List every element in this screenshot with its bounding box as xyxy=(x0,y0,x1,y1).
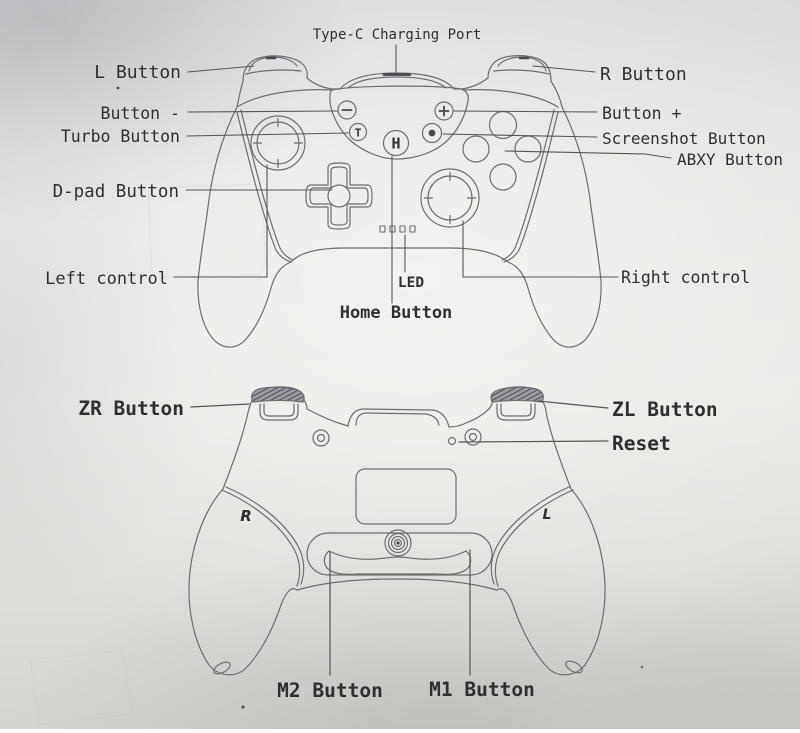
home-button-glyph: H xyxy=(391,135,400,153)
showthrough-shape xyxy=(29,649,133,725)
back-left-grip-crease xyxy=(221,489,301,587)
screenshot-button-dot-icon xyxy=(428,129,436,137)
front-view-labels: Type-C Charging Port L Button R Button B… xyxy=(45,27,783,323)
leader-right-control xyxy=(462,220,619,278)
back-view-diagram xyxy=(188,386,606,676)
screw-right xyxy=(464,428,482,446)
minus-button xyxy=(337,100,357,120)
left-stick xyxy=(250,115,306,171)
leader-reset xyxy=(458,440,609,443)
label-zr-button: ZR Button xyxy=(78,397,184,420)
center-panel xyxy=(329,85,469,160)
screw-left xyxy=(312,429,330,447)
label-right-control: Right control xyxy=(621,268,750,287)
faceplate-arc-right xyxy=(462,89,559,108)
zr-trigger xyxy=(251,386,305,421)
leader-r-button xyxy=(532,65,596,73)
right-grip-crease-inner xyxy=(501,109,555,261)
charging-hump-inner-line xyxy=(347,76,447,89)
right-stick xyxy=(420,168,480,228)
label-abxy-button: ABXY Button xyxy=(677,150,783,169)
leader-left-control xyxy=(173,164,268,278)
front-view-leaders xyxy=(173,44,672,304)
grip-letter-l: L xyxy=(543,507,552,523)
back-view-grip-letters: R L xyxy=(240,507,551,525)
back-left-grip-crease-inner xyxy=(225,486,305,585)
l-shoulder-button xyxy=(245,56,302,75)
label-type-c-charging-port: Type-C Charging Port xyxy=(313,27,482,43)
turbo-button-glyph: T xyxy=(355,127,362,140)
turbo-button: T xyxy=(348,122,368,142)
label-m1-button: M1 Button xyxy=(429,678,535,701)
reset-hole xyxy=(447,436,457,446)
leader-screenshot xyxy=(442,133,598,138)
label-reset: Reset xyxy=(612,432,671,455)
screenshot-button xyxy=(421,122,443,144)
paddle-housing xyxy=(306,529,493,576)
leader-abxy xyxy=(504,150,672,159)
leader-zr xyxy=(190,403,250,408)
led-indicators xyxy=(379,225,416,233)
label-button-minus: Button - xyxy=(101,104,180,123)
back-right-grip-crease-inner xyxy=(490,486,570,585)
faceplate-arc-left xyxy=(236,89,333,108)
zl-trigger-cap xyxy=(490,386,544,403)
home-button: H xyxy=(382,129,410,157)
label-l-button: L Button xyxy=(94,62,181,83)
battery-compartment xyxy=(355,468,457,525)
m-paddles xyxy=(323,550,472,575)
center-knob xyxy=(384,529,412,557)
front-view-diagram: T H xyxy=(197,55,602,348)
leader-button-plus xyxy=(453,110,598,113)
left-grip-crease-inner xyxy=(240,109,294,261)
center-bridge-inner-line xyxy=(355,412,440,426)
left-grip-crease xyxy=(236,111,292,263)
left-grip-tip xyxy=(213,661,231,675)
label-button-plus: Button + xyxy=(602,104,682,123)
abxy-buttons xyxy=(462,110,542,191)
zr-trigger-cap xyxy=(251,386,305,403)
leader-button-minus xyxy=(187,110,338,113)
d-pad xyxy=(305,162,373,230)
label-zl-button: ZL Button xyxy=(612,398,718,421)
label-home-button: Home Button xyxy=(340,303,453,323)
paper-speck xyxy=(241,705,245,709)
label-turbo-button: Turbo Button xyxy=(61,127,180,146)
label-r-button: R Button xyxy=(600,64,687,85)
showthrough-rect xyxy=(148,183,266,279)
a-button xyxy=(514,135,542,163)
label-m2-button: M2 Button xyxy=(277,679,383,702)
label-screenshot-button: Screenshot Button xyxy=(602,129,766,148)
label-left-control: Left control xyxy=(45,269,168,289)
plus-button xyxy=(434,101,454,121)
paper-speck xyxy=(640,665,644,669)
grip-letter-r: R xyxy=(240,507,252,525)
paper-artifacts xyxy=(29,86,644,725)
label-led: LED xyxy=(398,275,424,291)
b-button xyxy=(489,163,517,191)
paper-speck xyxy=(116,86,120,90)
leader-turbo xyxy=(186,132,349,137)
controller-back-outline xyxy=(188,386,606,676)
leader-l-button xyxy=(187,65,255,73)
leader-zl xyxy=(537,400,609,409)
back-view-labels: ZR Button ZL Button Reset M2 Button M1 B… xyxy=(78,397,717,702)
zl-trigger xyxy=(490,386,544,421)
label-dpad-button: D-pad Button xyxy=(53,182,179,202)
r-shoulder-button xyxy=(493,56,550,75)
controller-front-outline xyxy=(197,55,602,348)
back-view-leaders xyxy=(190,400,609,676)
right-grip-crease xyxy=(503,111,559,263)
y-button xyxy=(462,135,490,163)
right-grip-tip xyxy=(565,660,583,674)
back-right-grip-crease xyxy=(494,489,574,587)
